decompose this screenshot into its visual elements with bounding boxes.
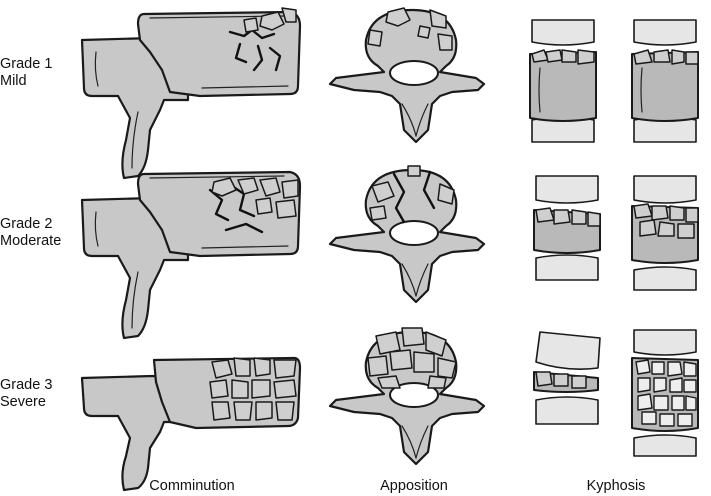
grade-1-comminution — [80, 7, 302, 180]
grade-2-kyphosis-a — [533, 175, 601, 281]
column-label-kyphosis: Kyphosis — [586, 478, 646, 494]
grade-1-apposition — [328, 7, 486, 144]
grade-2-kyphosis-b — [631, 175, 699, 291]
grade-2-comminution — [80, 170, 302, 340]
grade-2-severity: Moderate — [0, 233, 62, 249]
row-label-grade-1: Grade 1 Mild — [0, 56, 52, 90]
grade-1-label: Grade 1 — [0, 56, 53, 72]
grade-3-severity: Severe — [0, 394, 46, 410]
grade-3-kyphosis-b — [631, 329, 699, 457]
grade-3-label: Grade 3 — [0, 377, 53, 393]
grade-3-kyphosis-a — [533, 331, 601, 425]
grade-1-kyphosis-b — [631, 19, 699, 143]
row-label-grade-3: Grade 3 Severe — [0, 377, 52, 411]
row-label-grade-2: Grade 2 Moderate — [0, 216, 61, 250]
column-label-comminution: Comminution — [149, 478, 235, 494]
grade-2-label: Grade 2 — [0, 216, 53, 232]
grade-2-apposition — [328, 165, 486, 304]
grade-3-comminution — [80, 356, 302, 492]
grade-1-kyphosis-a — [529, 19, 597, 143]
grade-1-severity: Mild — [0, 73, 27, 89]
grade-3-apposition — [328, 327, 486, 466]
column-label-apposition: Apposition — [380, 478, 448, 494]
